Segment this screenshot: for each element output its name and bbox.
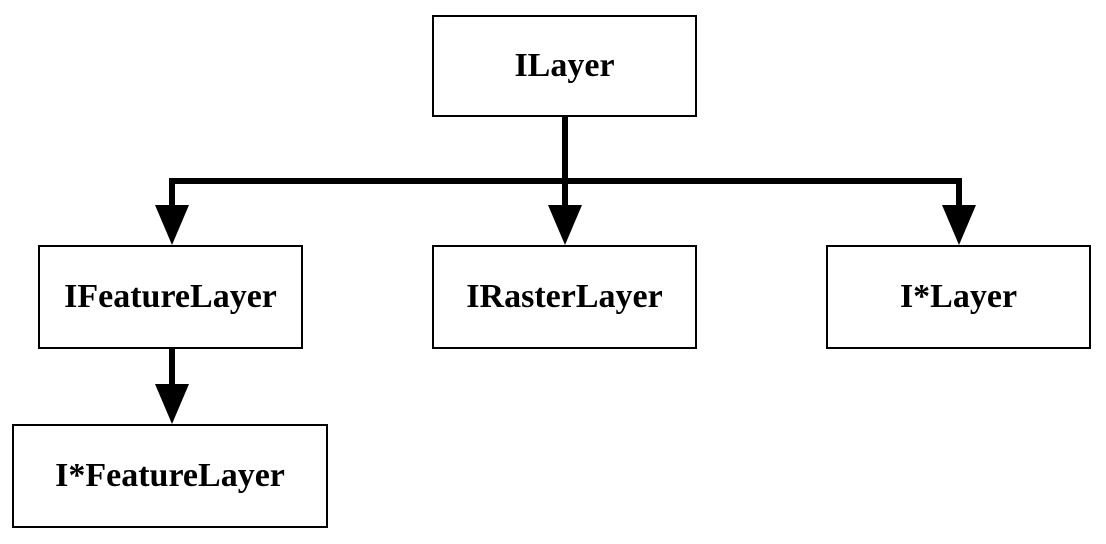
arrowhead-irasterlayer — [548, 205, 582, 245]
node-irasterlayer-label: IRasterLayer — [466, 278, 663, 315]
node-istarlayer-label: I*Layer — [899, 278, 1018, 315]
arrowhead-ifeaturelayer — [155, 205, 189, 245]
node-ifeaturelayer-label: IFeatureLayer — [64, 278, 277, 315]
arrowhead-istarfeaturelayer — [155, 384, 189, 424]
node-istarfeaturelayer-label: I*FeatureLayer — [55, 457, 285, 494]
node-ilayer-label: ILayer — [514, 47, 615, 84]
node-ifeaturelayer: IFeatureLayer — [38, 245, 303, 349]
arrowhead-istarlayer — [942, 205, 976, 245]
node-istarlayer: I*Layer — [826, 245, 1091, 349]
node-ilayer: ILayer — [432, 15, 697, 117]
node-irasterlayer: IRasterLayer — [432, 245, 697, 349]
node-istarfeaturelayer: I*FeatureLayer — [12, 424, 328, 528]
